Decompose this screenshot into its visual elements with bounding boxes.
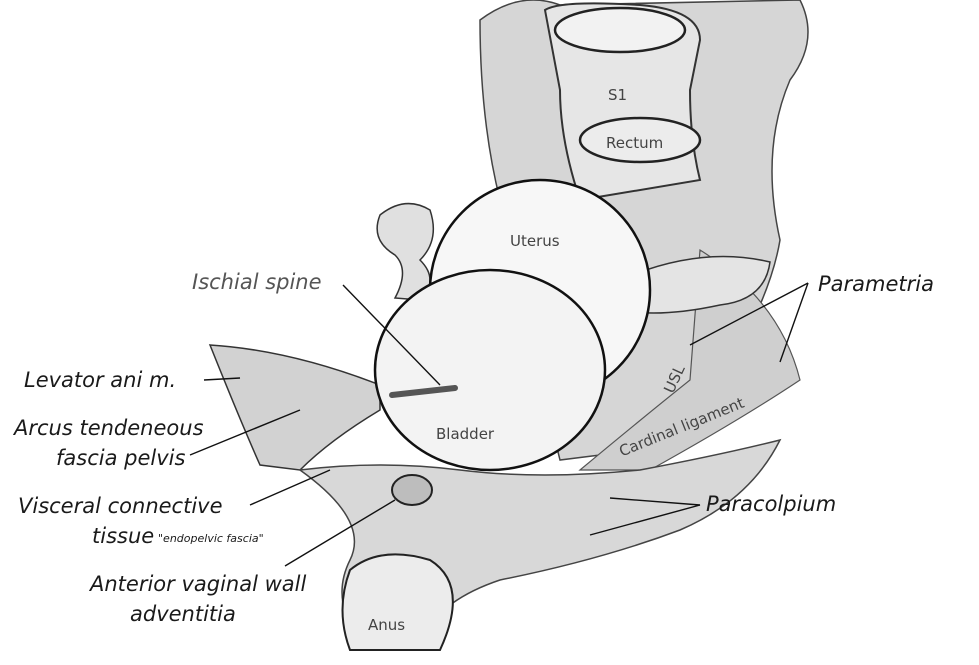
rectum-opening-top — [555, 8, 685, 52]
label-ischial-spine: Ischial spine — [192, 270, 322, 294]
label-s1: S1 — [608, 86, 627, 104]
label-bladder: Bladder — [436, 425, 494, 443]
fallopian-tube-left — [377, 204, 433, 300]
levator-ani-muscle — [210, 345, 380, 470]
label-anterior-line1: Anterior vaginal wall — [90, 572, 306, 596]
label-uterus: Uterus — [510, 232, 560, 250]
label-paracolpium: Paracolpium — [706, 492, 836, 516]
label-parametria: Parametria — [818, 272, 934, 296]
label-visceral-line2: tissue — [92, 524, 154, 548]
label-visceral-line1: Visceral connective — [18, 494, 223, 518]
label-rectum: Rectum — [606, 134, 663, 152]
anus-shape — [343, 554, 453, 650]
vaginal-opening — [392, 475, 432, 505]
label-visceral-note: "endopelvic fascia" — [158, 532, 264, 545]
label-arcus-line2: fascia pelvis — [56, 446, 185, 470]
label-arcus-line1: Arcus tendeneous — [14, 416, 204, 440]
leader-visceral — [250, 470, 330, 505]
label-levator-ani: Levator ani m. — [24, 368, 176, 392]
label-anus: Anus — [368, 616, 405, 634]
label-anterior-line2: adventitia — [130, 602, 236, 626]
